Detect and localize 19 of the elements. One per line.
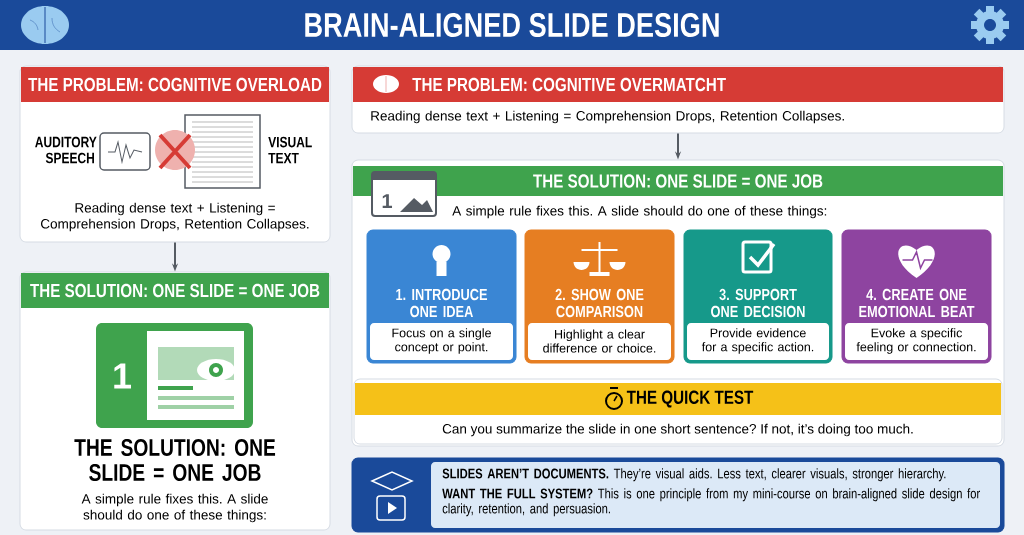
body-text: Reading dense text + Listening = Comprehension Drops, Retention Collapses.: [371, 110, 844, 124]
body-text: A simple rule fixes this. A slide should do one of these things:: [81, 493, 268, 523]
option-card: 2. SHOW ONE COMPARISON Highlight a clear difference or choice.: [524, 229, 675, 364]
title-bar: BRAIN-ALIGNED SLIDE DESIGN: [0, 0, 1024, 50]
header-banner: THE SOLUTION: ONE SLIDE = ONE JOB: [21, 273, 329, 308]
body-text: A simple rule fixes this. A slide should do one of these things:: [452, 205, 827, 219]
speech-label: AUDITORY SPEECH: [35, 136, 97, 164]
slide-number: 1: [382, 194, 392, 208]
course-banner: SLIDES AREN’T DOCUMENTS. They’re visual aids. Less text, clearer visuals, stronger hierarchy. WANT THE FULL SYSTEM? This is one principle from my mini-course on brain-aligned slide design for clarity, retention, and persuasion.: [351, 457, 1005, 533]
option-card: 4. CREATE ONE EMOTIONAL BEAT Evoke a specific feeling or connection.: [841, 229, 992, 364]
quick-test-panel: THE QUICK TEST Can you summarize the slide in one short sentence? If not, it’s doing too much.: [353, 378, 1003, 445]
body-text: Reading dense text + Listening = Comprehension Drops, Retention Collapses.: [41, 202, 309, 232]
option-card: 3. SUPPORT ONE DECISION Provide evidence for a specific action.: [683, 229, 833, 364]
option-card: 1. INTRODUCE ONE IDEA Focus on a single concept or point.: [366, 229, 517, 364]
header-banner: THE PROBLEM: COGNITIVE OVERLOAD: [21, 67, 329, 102]
text-label: VISUAL TEXT: [268, 136, 312, 164]
slide-number: 1: [114, 363, 131, 389]
header-banner: THE PROBLEM: COGNITIVE OVERMATCHT: [353, 67, 1003, 102]
heading: THE SOLUTION: ONE SLIDE = ONE JOB: [74, 439, 276, 481]
